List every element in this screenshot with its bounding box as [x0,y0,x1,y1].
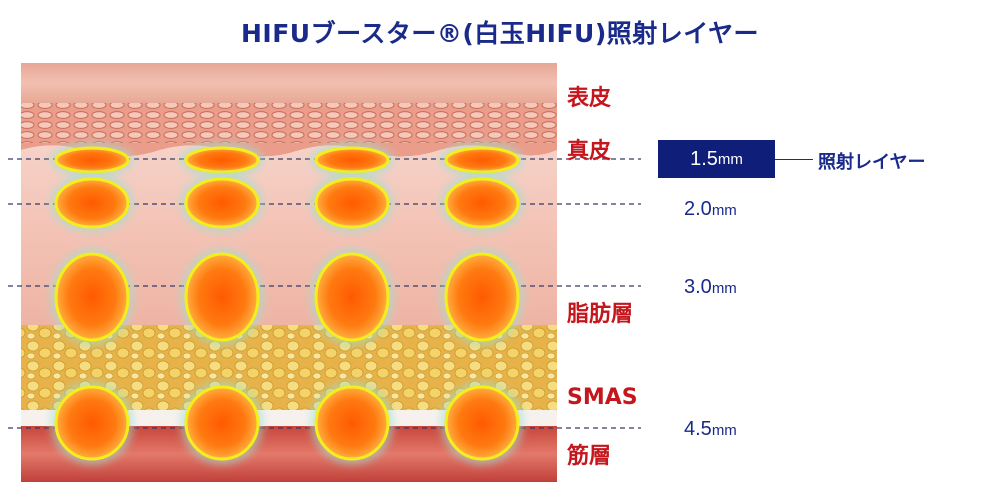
depth-4.5-label: 4.5mm [684,418,737,440]
focal-point-2-0 [54,252,130,342]
irradiation-layer-callout: 照射レイヤー [818,152,926,173]
focal-point-0-0 [54,146,130,174]
focal-point-1-1 [184,177,260,229]
dermis-wave [21,143,557,157]
focal-point-0-1 [184,146,260,174]
focal-point-2-1 [184,252,260,342]
focal-point-3-3 [444,385,520,461]
focal-point-1-2 [314,177,390,229]
layer-label-muscle: 筋層 [567,444,612,469]
focal-point-0-3 [444,146,520,174]
focal-point-3-0 [54,385,130,461]
cell-band [21,103,557,143]
layer-label-fat: 脂肪層 [567,302,634,327]
depth-3.0-label: 3.0mm [684,276,737,298]
focal-point-3-1 [184,385,260,461]
callout-connector-line [775,159,813,160]
epidermis-band [21,63,557,103]
layer-label-smas: SMAS [567,385,638,410]
layer-label-dermis: 真皮 [567,139,612,164]
focal-point-2-2 [314,252,390,342]
dermis-band [21,145,557,325]
focal-point-0-2 [314,146,390,174]
page-title: HIFUブースター®(白玉HIFU)照射レイヤー [240,19,760,48]
layer-label-epidermis: 表皮 [567,86,612,111]
focal-point-2-3 [444,252,520,342]
focal-point-1-0 [54,177,130,229]
focal-point-3-2 [314,385,390,461]
focal-point-1-3 [444,177,520,229]
smas-band [21,410,557,426]
depth-2.0-label: 2.0mm [684,198,737,220]
focal-points [50,142,524,465]
